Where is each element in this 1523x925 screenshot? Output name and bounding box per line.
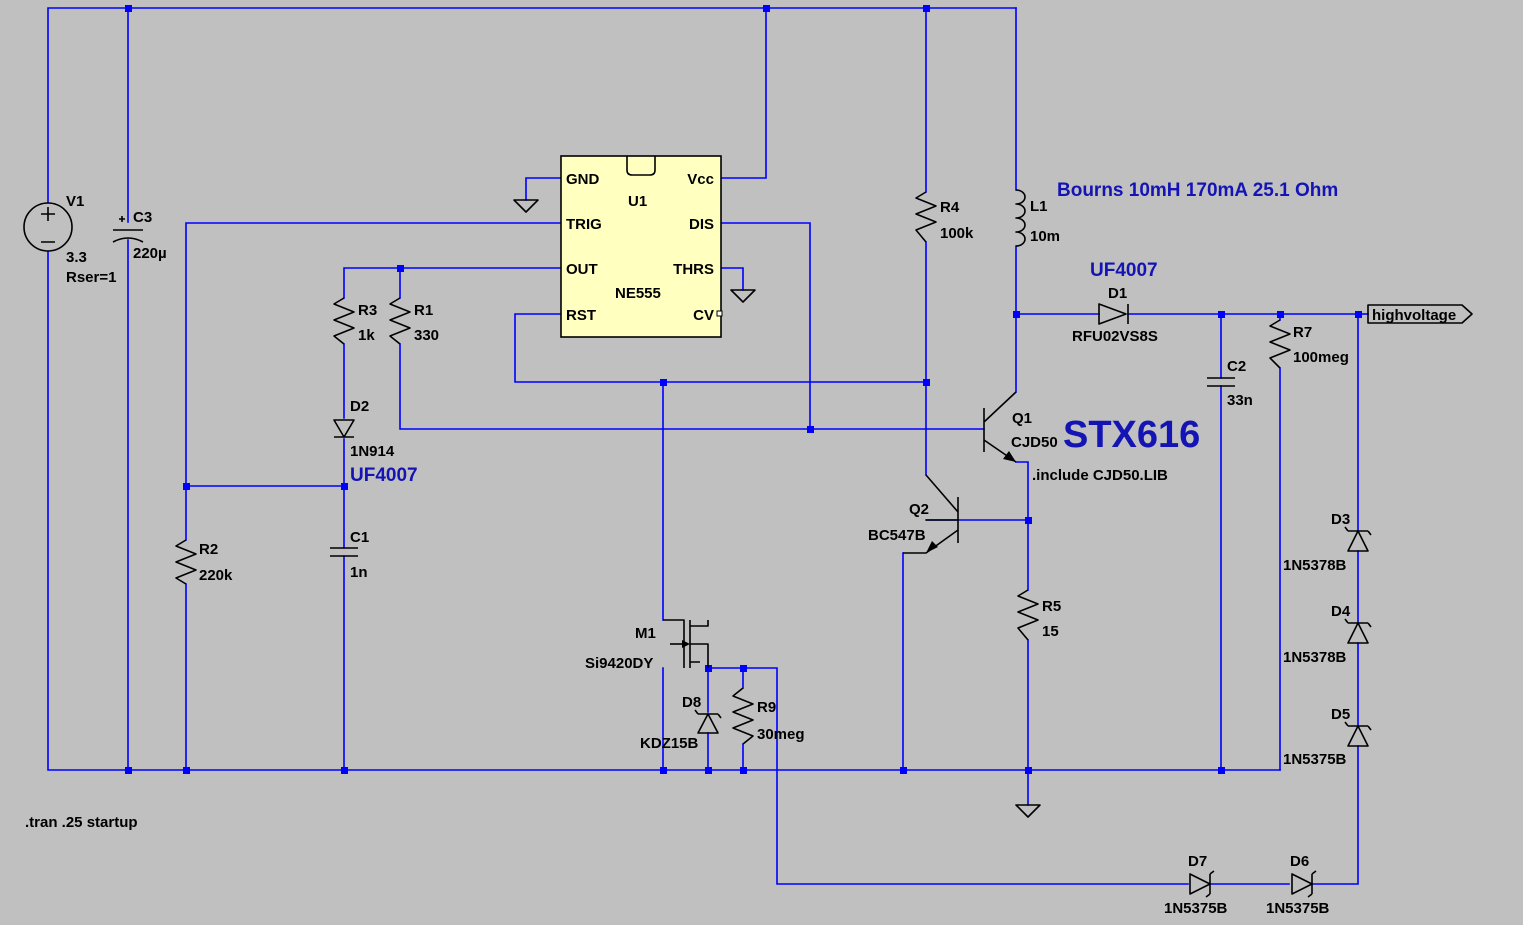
r7-value: 100meg <box>1293 349 1349 366</box>
resistor-r9[interactable] <box>732 687 754 745</box>
d8-ref: D8 <box>682 694 701 711</box>
r1-value: 330 <box>414 327 439 344</box>
v1-rser: Rser=1 <box>66 269 116 286</box>
r9-ref: R9 <box>757 699 776 716</box>
diode-d2[interactable] <box>333 419 355 438</box>
transistor-q2[interactable] <box>903 474 959 554</box>
transistor-q1[interactable] <box>983 391 1017 463</box>
r9-value: 30meg <box>757 726 805 743</box>
zener-diode-d3[interactable] <box>1344 526 1372 552</box>
d6-value: 1N5375B <box>1266 900 1330 917</box>
net-label-highvoltage[interactable] <box>1367 304 1473 324</box>
u1-pin-trig: TRIG <box>566 216 602 233</box>
u1-value: NE555 <box>615 285 661 302</box>
m1-ref: M1 <box>635 625 656 642</box>
l1-ref: L1 <box>1030 198 1048 215</box>
q1-annotation: STX616 <box>1063 414 1200 456</box>
ground-icon <box>513 199 539 213</box>
ground-icon <box>730 289 756 303</box>
ic-u1-ne555[interactable] <box>560 155 723 338</box>
net-label-text: highvoltage <box>1372 307 1456 324</box>
zener-diode-d4[interactable] <box>1344 618 1372 644</box>
u1-pin-vcc: Vcc <box>687 171 714 188</box>
u1-pin-cv: CV <box>693 307 714 324</box>
d1-annotation: UF4007 <box>1090 260 1158 281</box>
d2-annotation: UF4007 <box>350 465 418 486</box>
u1-ref: U1 <box>628 193 647 210</box>
d3-value: 1N5378B <box>1283 557 1347 574</box>
include-directive: .include CJD50.LIB <box>1032 467 1168 484</box>
resistor-r3[interactable] <box>333 297 355 345</box>
zener-diode-d6[interactable] <box>1291 870 1317 898</box>
c1-ref: C1 <box>350 529 369 546</box>
r3-ref: R3 <box>358 302 377 319</box>
c1-value: 1n <box>350 564 368 581</box>
m1-value: Si9420DY <box>585 655 653 672</box>
d1-ref: D1 <box>1108 285 1127 302</box>
resistor-r2[interactable] <box>175 539 197 585</box>
resistor-r5[interactable] <box>1017 589 1039 641</box>
zener-diode-d8[interactable] <box>694 709 722 734</box>
d2-value: 1N914 <box>350 443 395 460</box>
r7-ref: R7 <box>1293 324 1312 341</box>
d3-ref: D3 <box>1331 511 1350 528</box>
u1-pin-rst: RST <box>566 307 596 324</box>
d4-value: 1N5378B <box>1283 649 1347 666</box>
d7-value: 1N5375B <box>1164 900 1228 917</box>
c3-ref: C3 <box>133 209 152 226</box>
capacitor-c1[interactable] <box>330 547 358 557</box>
junctions <box>125 5 1362 774</box>
d1-value: RFU02VS8S <box>1072 328 1158 345</box>
d4-ref: D4 <box>1331 603 1351 620</box>
resistor-r7[interactable] <box>1269 319 1291 369</box>
r4-ref: R4 <box>940 199 960 216</box>
v1-value: 3.3 <box>66 249 87 266</box>
tran-directive: .tran .25 startup <box>25 814 138 831</box>
wires <box>47 7 1369 885</box>
diode-d1[interactable] <box>1098 303 1129 325</box>
u1-pin-thrs: THRS <box>673 261 714 278</box>
c2-ref: C2 <box>1227 358 1246 375</box>
d7-ref: D7 <box>1188 853 1207 870</box>
q2-ref: Q2 <box>909 501 929 518</box>
voltage-source-v1[interactable] <box>23 202 73 252</box>
d5-value: 1N5375B <box>1283 751 1347 768</box>
capacitor-c3[interactable] <box>112 216 144 243</box>
u1-pin-dis: DIS <box>689 216 714 233</box>
r2-ref: R2 <box>199 541 218 558</box>
l1-value: 10m <box>1030 228 1060 245</box>
inductor-l1[interactable] <box>1015 189 1026 247</box>
resistor-r4[interactable] <box>915 191 937 243</box>
labels: V1 3.3 Rser=1 C3 220µ R2 220k R3 1k R1 3… <box>25 171 1456 917</box>
q1-value: CJD50 <box>1011 434 1058 451</box>
r5-value: 15 <box>1042 623 1059 640</box>
q2-value: BC547B <box>868 527 926 544</box>
q1-ref: Q1 <box>1012 410 1032 427</box>
d8-value: KDZ15B <box>640 735 699 752</box>
zener-diode-d5[interactable] <box>1344 721 1372 747</box>
inductor-annotation: Bourns 10mH 170mA 25.1 Ohm <box>1057 180 1338 201</box>
u1-pin-gnd: GND <box>566 171 600 188</box>
d2-ref: D2 <box>350 398 369 415</box>
r4-value: 100k <box>940 225 974 242</box>
c3-value: 220µ <box>133 245 167 262</box>
u1-pin-out: OUT <box>566 261 598 278</box>
r3-value: 1k <box>358 327 375 344</box>
r5-ref: R5 <box>1042 598 1061 615</box>
resistor-r1[interactable] <box>389 297 411 345</box>
mosfet-m1[interactable] <box>663 619 709 668</box>
capacitor-c2[interactable] <box>1207 377 1235 387</box>
r1-ref: R1 <box>414 302 433 319</box>
d5-ref: D5 <box>1331 706 1350 723</box>
v1-ref: V1 <box>66 193 84 210</box>
ground-icon <box>1015 804 1041 818</box>
r2-value: 220k <box>199 567 233 584</box>
d6-ref: D6 <box>1290 853 1309 870</box>
zener-diode-d7[interactable] <box>1189 870 1215 898</box>
c2-value: 33n <box>1227 392 1253 409</box>
